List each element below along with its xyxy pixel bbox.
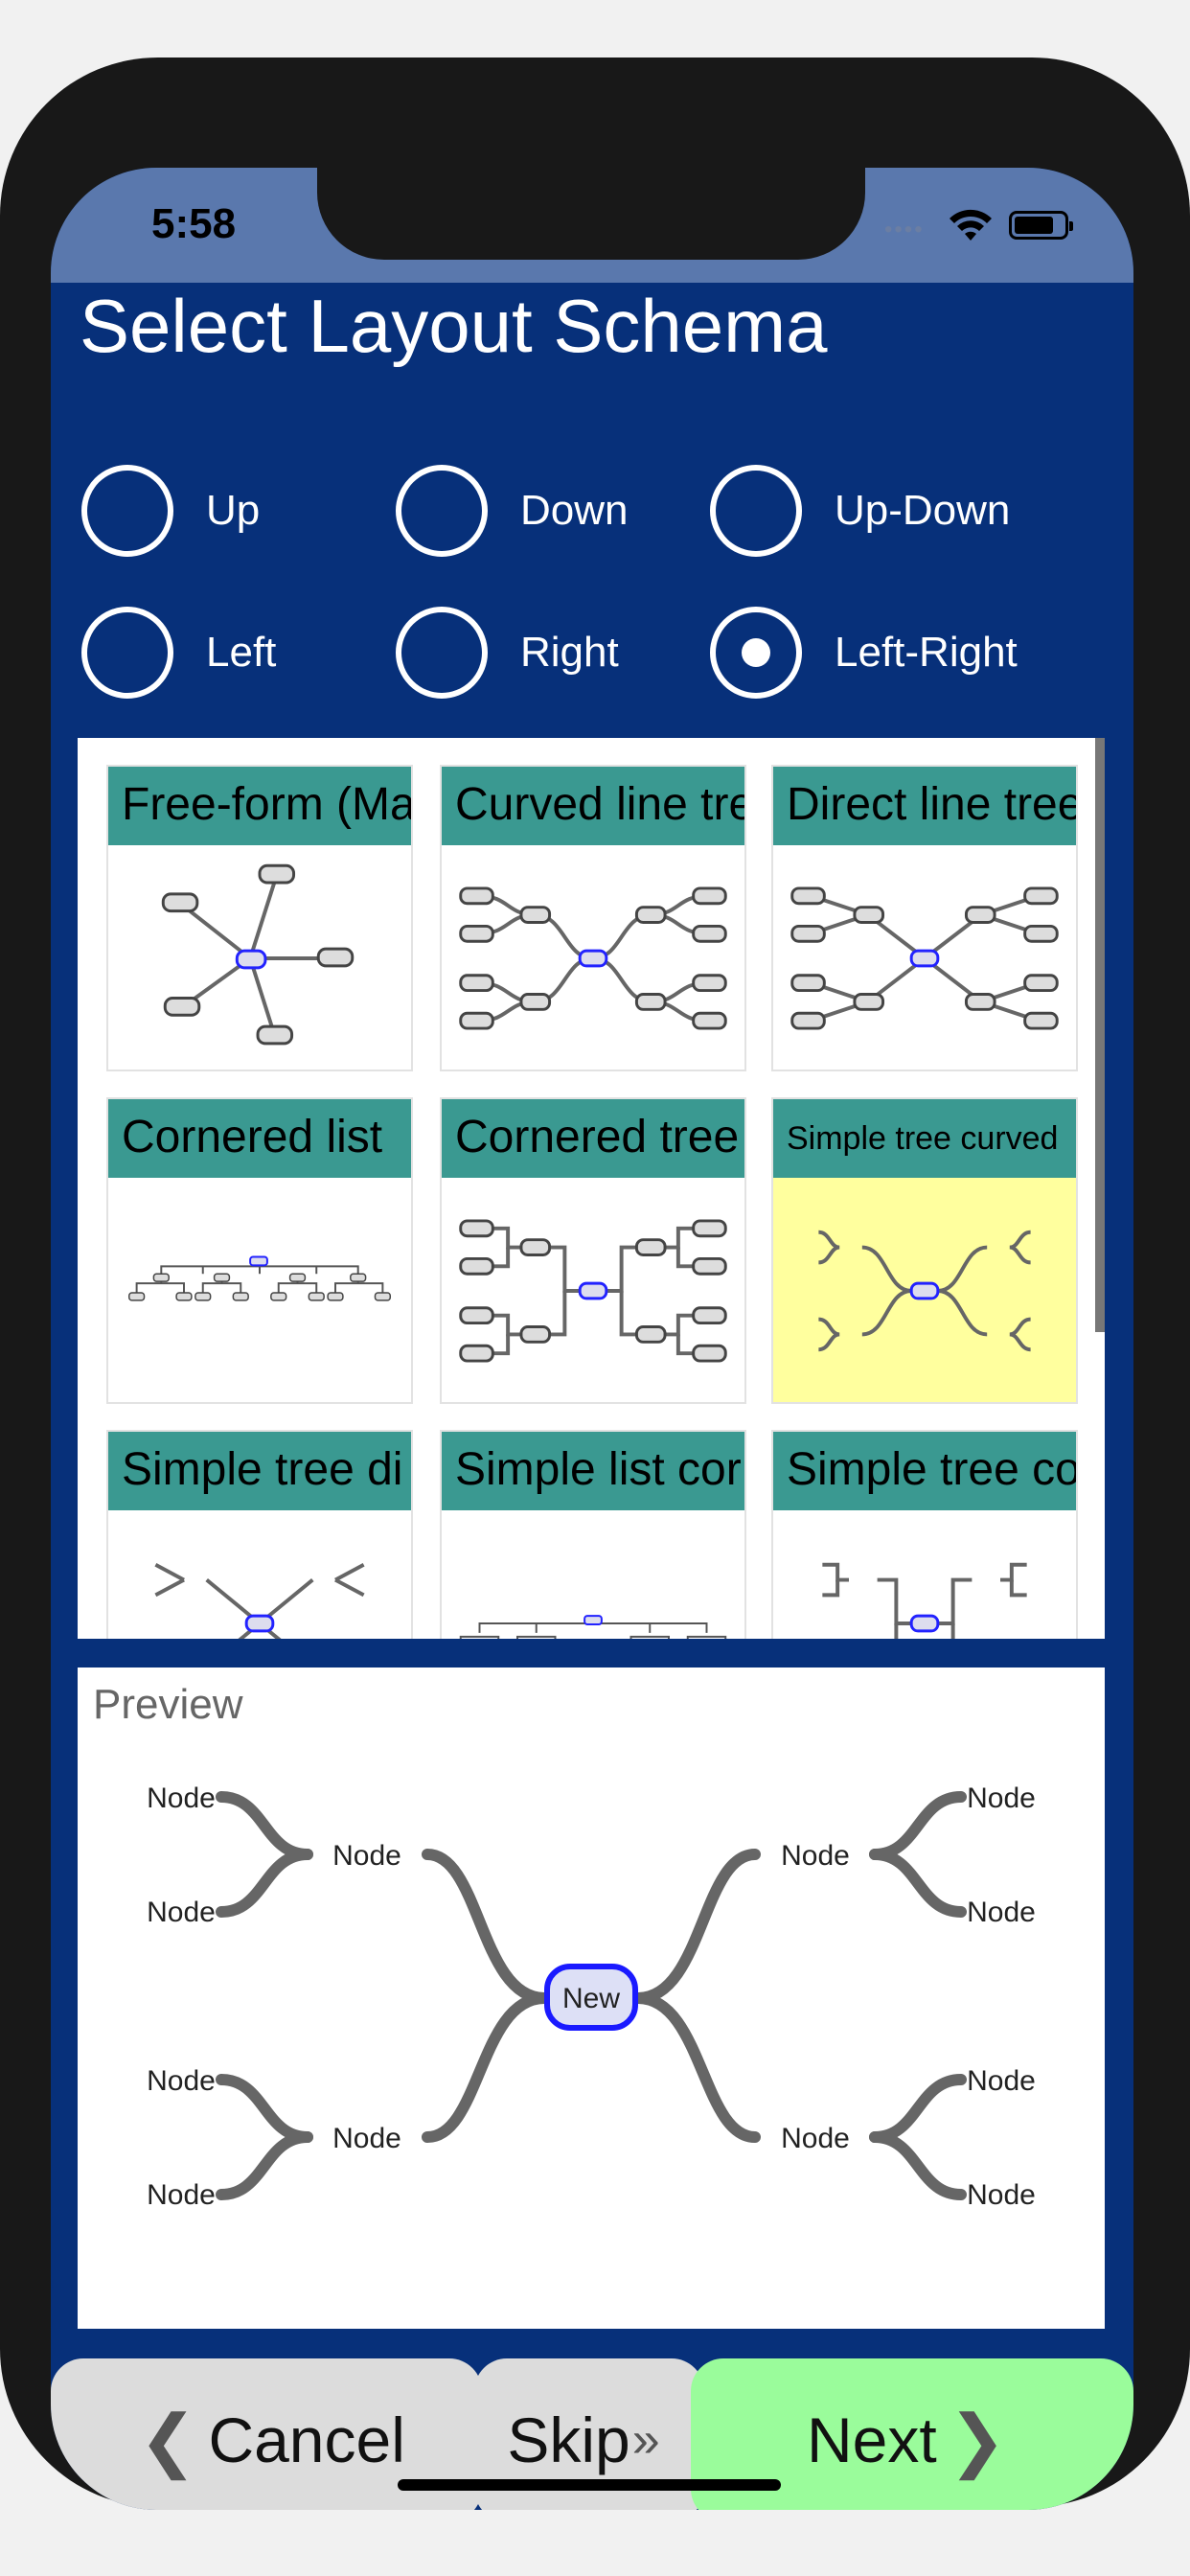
layout-card-title: Simple tree di xyxy=(108,1432,411,1510)
notch xyxy=(317,168,865,260)
curved-tree-thumbnail-icon xyxy=(459,886,727,1030)
screen: 5:58 •••• Select Layout Schema Up Down U… xyxy=(51,168,1133,2510)
battery-icon xyxy=(1009,211,1073,240)
free-form-thumbnail-icon xyxy=(161,863,355,1046)
preview-node-text: Node xyxy=(781,2123,850,2154)
radio-label: Down xyxy=(520,487,629,534)
home-indicator xyxy=(398,2479,781,2491)
layout-card-simple-list-cornered[interactable]: Simple list cor xyxy=(440,1430,746,1639)
radio-circle-icon[interactable] xyxy=(396,607,488,699)
signal-icon: •••• xyxy=(884,217,925,242)
layout-card-direct-line-tree[interactable]: Direct line tree xyxy=(771,765,1078,1071)
preview-node-text: Node xyxy=(967,1782,1036,1814)
radio-circle-icon[interactable] xyxy=(396,465,488,557)
preview-center-node xyxy=(544,1964,638,2031)
grid-scrollbar[interactable] xyxy=(1095,738,1105,1332)
layout-card-cornered-tree[interactable]: Cornered tree xyxy=(440,1097,746,1404)
radio-selected-icon[interactable] xyxy=(710,607,802,699)
cancel-label: Cancel xyxy=(208,2404,405,2475)
cancel-button[interactable]: ❮ Cancel xyxy=(51,2358,482,2510)
radio-circle-icon[interactable] xyxy=(81,607,173,699)
next-label: Next xyxy=(806,2404,937,2475)
radio-label: Left-Right xyxy=(835,629,1018,676)
radio-circle-icon[interactable] xyxy=(81,465,173,557)
layout-card-title: Direct line tree xyxy=(773,767,1076,845)
phone-frame: 5:58 •••• Select Layout Schema Up Down U… xyxy=(0,58,1190,2510)
simple-tree-direct-thumbnail-icon xyxy=(154,1563,365,1639)
layout-card-simple-tree-curved[interactable]: Simple tree curved xyxy=(771,1097,1078,1404)
preview-panel: Preview New xyxy=(78,1668,1105,2329)
layout-card-title: Simple tree co xyxy=(773,1432,1076,1510)
layout-card-free-form[interactable]: Free-form (Ma xyxy=(106,765,413,1071)
simple-tree-cornered-thumbnail-icon xyxy=(822,1562,1027,1639)
preview-node-text: Node xyxy=(147,2179,216,2211)
cornered-list-thumbnail-icon xyxy=(127,1255,392,1301)
layout-grid[interactable]: Free-form (Ma Curved line t xyxy=(78,738,1105,1639)
radio-label: Right xyxy=(520,629,619,676)
radio-up-down[interactable]: Up-Down xyxy=(710,465,1010,557)
preview-mindmap-icon: New Node Node Node Node Node Node Node N… xyxy=(147,1782,1036,2211)
radio-label: Up-Down xyxy=(835,487,1011,534)
preview-node-text: Node xyxy=(967,1897,1036,1928)
radio-label: Left xyxy=(206,629,277,676)
layout-card-title: Free-form (Ma xyxy=(108,767,411,845)
layout-card-title: Simple list cor xyxy=(442,1432,744,1510)
simple-tree-curved-thumbnail-icon xyxy=(773,1178,1076,1402)
radio-left-right[interactable]: Left-Right xyxy=(710,607,1018,699)
radio-left[interactable]: Left xyxy=(81,607,276,699)
layout-card-title: Cornered tree xyxy=(442,1099,744,1178)
preview-node-text: Node xyxy=(147,2065,216,2097)
status-bar: 5:58 •••• xyxy=(51,168,1133,283)
bottom-button-bar: ❮ Cancel Skip » Next ❯ xyxy=(51,2358,1133,2510)
layout-card-simple-tree-direct[interactable]: Simple tree di xyxy=(106,1430,413,1639)
preview-node-text: Node xyxy=(147,1897,216,1928)
radio-up[interactable]: Up xyxy=(81,465,260,557)
page-title: Select Layout Schema xyxy=(80,284,828,368)
preview-node-text: Node xyxy=(147,1782,216,1814)
preview-node-text: Node xyxy=(967,2065,1036,2097)
cornered-tree-thumbnail-icon xyxy=(459,1219,727,1363)
layout-card-simple-tree-cornered[interactable]: Simple tree co xyxy=(771,1430,1078,1639)
preview-node-text: Node xyxy=(781,1840,850,1872)
layout-card-title: Simple tree curved xyxy=(773,1099,1076,1178)
layout-card-title: Cornered list xyxy=(108,1099,411,1178)
status-time: 5:58 xyxy=(151,200,237,247)
skip-label: Skip xyxy=(507,2404,630,2475)
wifi-icon xyxy=(950,209,992,241)
radio-circle-icon[interactable] xyxy=(710,465,802,557)
layout-card-curved-line-tree[interactable]: Curved line tre xyxy=(440,765,746,1071)
radio-down[interactable]: Down xyxy=(396,465,629,557)
direct-tree-thumbnail-icon xyxy=(790,886,1059,1030)
preview-node-text: Node xyxy=(332,2123,401,2154)
layout-card-title: Curved line tre xyxy=(442,767,744,845)
radio-label: Up xyxy=(206,487,261,534)
preview-label: Preview xyxy=(93,1681,243,1728)
double-chevron-right-icon: » xyxy=(631,2412,660,2468)
simple-list-cornered-thumbnail-icon xyxy=(459,1615,727,1639)
radio-right[interactable]: Right xyxy=(396,607,619,699)
chevron-left-icon: ❮ xyxy=(139,2403,197,2479)
chevron-right-icon: ❯ xyxy=(948,2403,1007,2479)
preview-center-text: New xyxy=(562,1983,620,2014)
preview-node-text: Node xyxy=(967,2179,1036,2211)
layout-card-cornered-list[interactable]: Cornered list xyxy=(106,1097,413,1404)
preview-node-text: Node xyxy=(332,1840,401,1872)
